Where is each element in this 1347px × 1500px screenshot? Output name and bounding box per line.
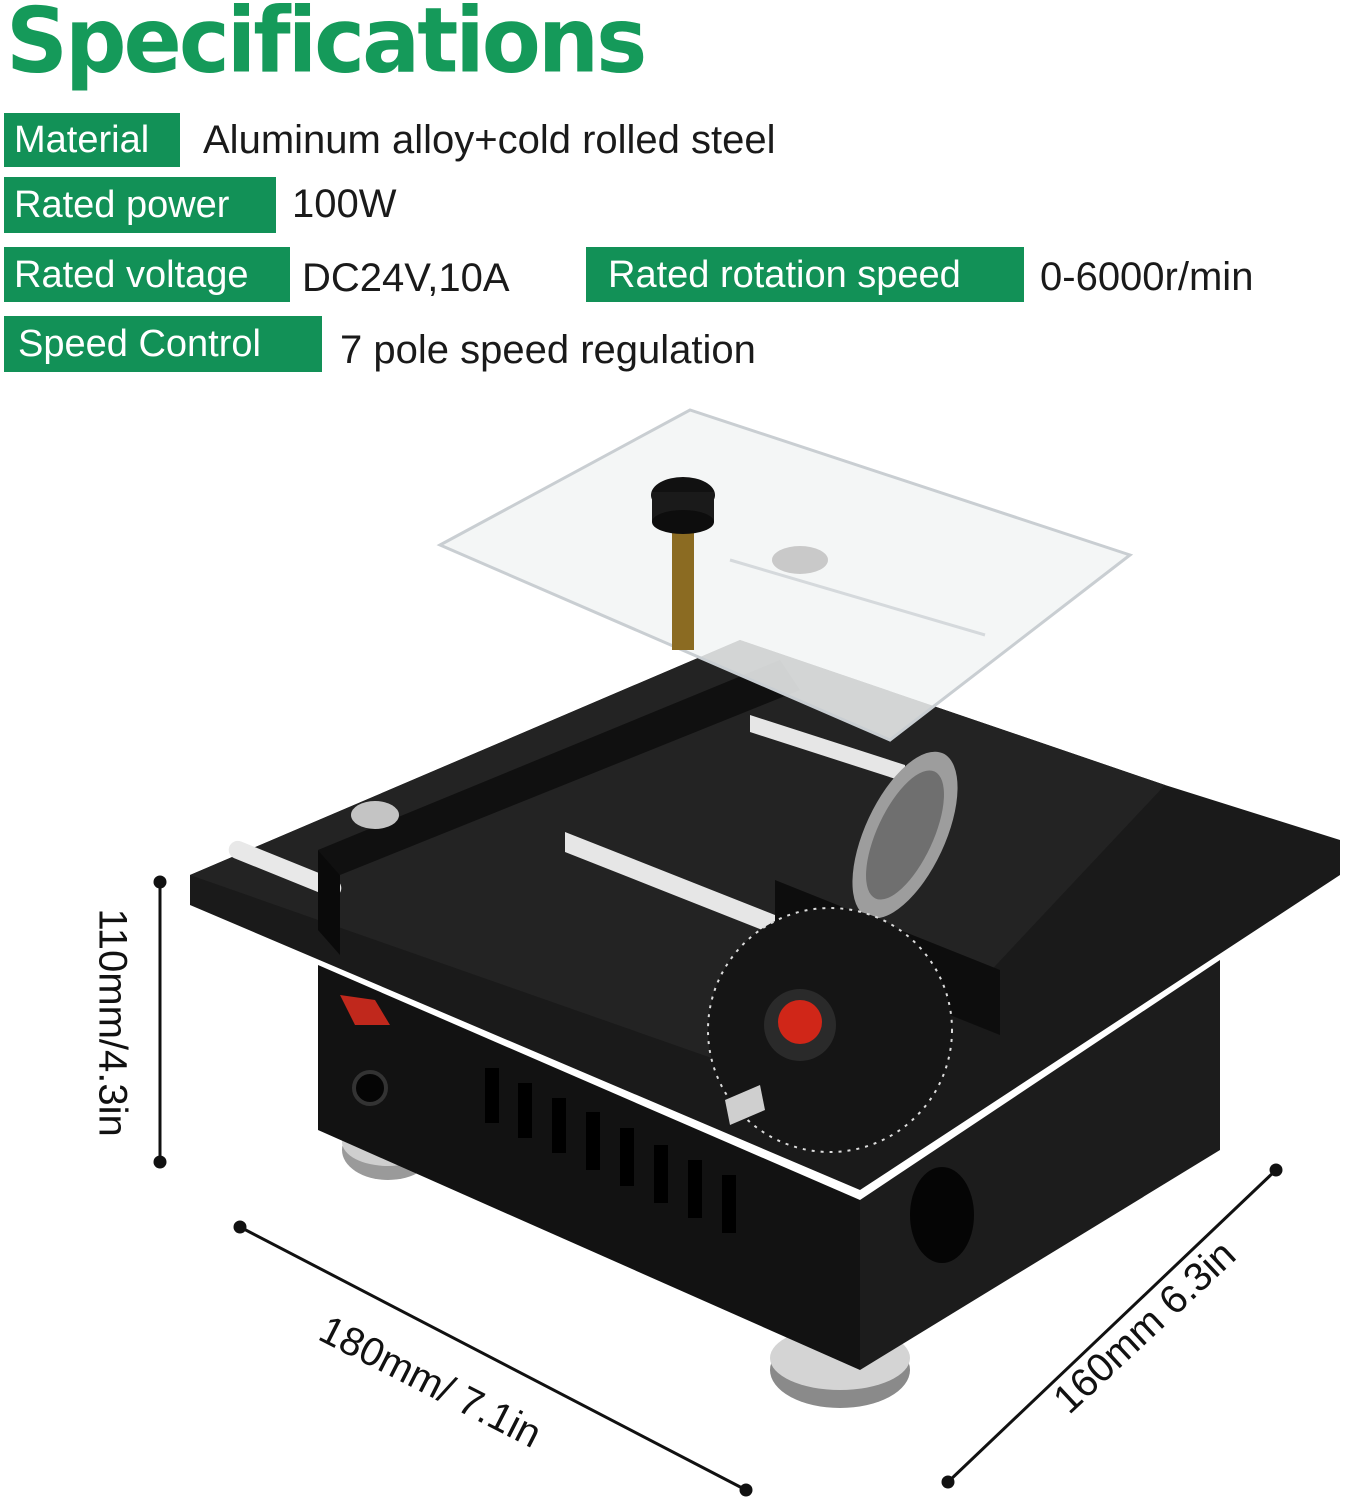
saw-blade [852,751,958,919]
spec-value-material: Aluminum alloy+cold rolled steel [203,118,776,162]
spec-label-rated-power: Rated power [4,177,276,233]
product-illustration [153,408,1340,1497]
spec-value-rated-voltage: DC24V,10A [302,256,510,300]
spec-value-rated-power: 100W [292,182,397,226]
dimension-lines [153,875,1283,1497]
scale-rulers [565,715,905,935]
page-title: Specifications [6,0,647,94]
dimension-height-label: 110mm/4.3in [90,908,135,1137]
spec-value-rated-rotation-speed: 0-6000r/min [1040,255,1254,299]
spec-label-rated-rotation-speed: Rated rotation speed [586,247,1024,302]
spec-label-speed-control: Speed Control [4,316,322,372]
spec-value-speed-control: 7 pole speed regulation [340,328,756,372]
acrylic-guard [351,408,1134,829]
spec-label-material: Material [4,113,180,167]
angle-gauge [707,907,953,1153]
spec-label-rated-voltage: Rated voltage [4,247,290,302]
